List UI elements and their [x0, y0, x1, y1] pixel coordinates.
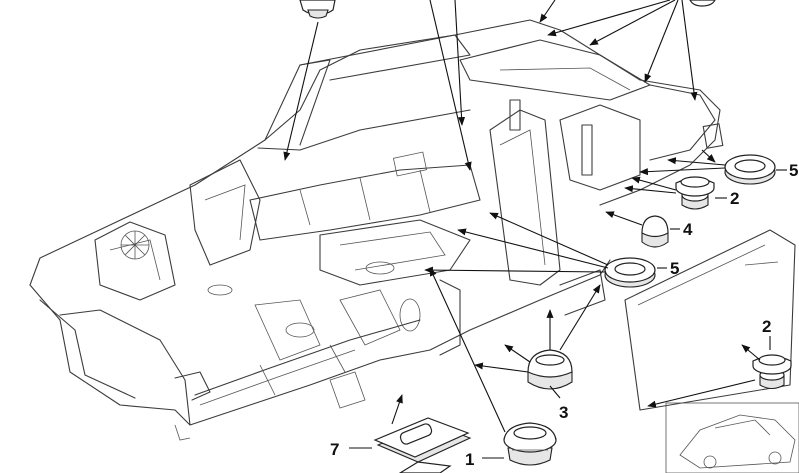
plug-part-2-lower — [752, 354, 792, 390]
callout-1: 1 — [465, 450, 474, 469]
plug-part-2-upper — [675, 176, 715, 210]
grommet-part-5-lower — [604, 257, 656, 288]
pad-part-7 — [373, 417, 472, 463]
plug-part-top-left — [299, 0, 336, 19]
grommet-part-5-upper — [724, 154, 776, 185]
callout-3: 3 — [559, 403, 568, 422]
callout-2-lower: 2 — [762, 317, 771, 336]
plug-part-4 — [641, 215, 669, 248]
callout-2-upper: 2 — [730, 189, 739, 208]
plug-part-3 — [527, 349, 573, 390]
callout-4: 4 — [683, 220, 693, 239]
callout-7: 7 — [330, 440, 339, 459]
pad-part-lower — [398, 461, 452, 473]
vehicle-thumbnail — [665, 402, 799, 473]
plug-part-1 — [503, 422, 557, 466]
callout-5-lower: 5 — [670, 259, 679, 278]
callout-5-upper: 5 — [789, 161, 798, 180]
door-panel — [624, 229, 796, 411]
car-body-shell — [29, 19, 724, 441]
leader-lines — [283, 0, 787, 459]
plug-part-top-right — [689, 0, 716, 7]
